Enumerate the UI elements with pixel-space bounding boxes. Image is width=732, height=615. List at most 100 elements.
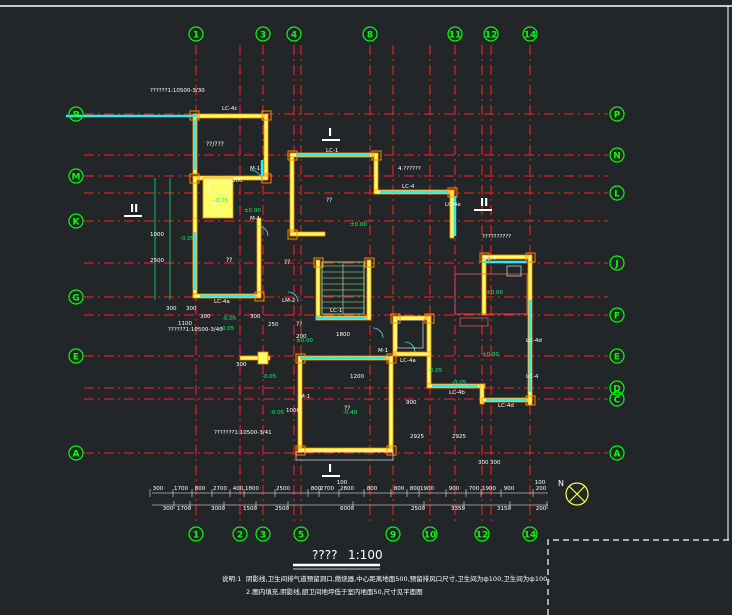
axis-bubble-top-4: 11 <box>449 31 462 41</box>
axis-bubble-right-7: C <box>614 396 621 406</box>
wall-segment-29 <box>481 254 487 316</box>
door-label-3: M-1 <box>378 348 388 354</box>
axis-bubble-left-2-circle <box>68 213 84 229</box>
kitchen-counter <box>454 273 528 315</box>
wall-note-0: ??????1:10500-3/30 <box>150 88 205 94</box>
dim-row2-0: 300 <box>163 506 174 512</box>
room-label-3: ?? <box>284 259 290 266</box>
drawing-scale: 1:100 <box>348 548 383 562</box>
level-label-4: -0.05 <box>262 374 277 380</box>
drawing-title: ???? <box>312 548 337 562</box>
kitchen-stove <box>459 317 489 327</box>
axis-bubble-top-4-circle <box>447 26 463 42</box>
door-label-2: LM-2 <box>282 298 295 304</box>
dim-row2-8: 3150 <box>497 506 511 512</box>
dim-row2-1: 1700 <box>177 506 191 512</box>
column-9 <box>364 257 375 268</box>
dim-row1-2: 800 <box>195 486 206 492</box>
north-label: N <box>558 479 564 488</box>
window-label-3: LC-7 <box>484 256 497 262</box>
wall-segment-19 <box>297 355 303 453</box>
window-label-5: LC-1 <box>330 308 342 314</box>
axis-bubble-top-2: 4 <box>291 31 297 41</box>
window-label-9: LC-4a <box>400 358 416 364</box>
annotation-labels: LC-4cLC-1LC-4LC-7LC-4LC-1LC-4aLC-4dLC-4d… <box>124 88 542 477</box>
level-label-7: ±0.00 <box>296 338 313 344</box>
small-dim-11: 300 <box>166 306 177 312</box>
axis-bubble-left-0: P <box>73 111 80 121</box>
axis-bubble-right-7-circle <box>609 391 625 407</box>
axis-bubble-right-2-circle <box>609 185 625 201</box>
axis-bubble-bottom-5: 10 <box>424 531 437 541</box>
column-11 <box>386 353 397 364</box>
bath-tub <box>396 319 424 349</box>
door-swing-2 <box>287 291 299 303</box>
axis-bubble-left-5: A <box>73 450 80 460</box>
dim-row1-9: 2800 <box>340 486 354 492</box>
wall-note-1: ??????1:10500-3/40 <box>168 327 223 333</box>
window-label-6: LC-4a <box>214 299 230 305</box>
small-dim-10: 1800 <box>336 332 350 338</box>
small-dim-1: 300 <box>250 314 261 320</box>
room-label-5: ?? <box>344 405 350 412</box>
axis-bubble-bottom-4-circle <box>385 526 401 542</box>
door-label-4: M-1 <box>300 394 310 400</box>
level-label-11: -0.05 <box>220 326 235 332</box>
axis-bubble-right-3: J <box>614 260 618 270</box>
wall-segment-23 <box>392 315 398 357</box>
window-label-2: LC-4 <box>402 184 415 190</box>
wall-note-2: ???????1:10500-3/41 <box>214 430 272 436</box>
dim-row2-5: 6000 <box>340 506 354 512</box>
dim-row1-1: 1700 <box>174 486 188 492</box>
level-label-13: ±0.00 <box>244 208 261 214</box>
axis-bubble-top-0: 1 <box>193 31 199 41</box>
dim-row2-7: 3350 <box>451 506 465 512</box>
axis-bubble-top-1-circle <box>255 26 271 42</box>
dim-row1-15: 700 <box>469 486 480 492</box>
wall-segment-27 <box>479 383 485 405</box>
axis-bubble-right-4-circle <box>609 307 625 323</box>
windows-layer <box>66 114 532 402</box>
level-label-6: -0.05 <box>180 236 195 242</box>
window-label-1: LC-1 <box>326 148 338 154</box>
small-dim-3: 200 <box>296 334 307 340</box>
dim-row2-6: 2500 <box>411 506 425 512</box>
dim-row2-4: 2500 <box>275 506 289 512</box>
north-arrow: N <box>558 479 589 506</box>
axis-bubble-left-4-circle <box>68 348 84 364</box>
axis-bubble-top-6-circle <box>522 26 538 42</box>
column-2 <box>189 173 200 184</box>
small-dim-17: 1200 <box>350 374 364 380</box>
small-dim-16: 2500 <box>150 258 164 264</box>
axis-bubble-bottom-6-circle <box>474 526 490 542</box>
door-swing-1 <box>257 225 269 237</box>
column-7 <box>287 229 298 240</box>
section-mark-2: II <box>130 202 138 215</box>
small-dim-9: 1100 <box>178 321 192 327</box>
axis-bubble-right-6: D <box>613 385 620 395</box>
axis-bubble-right-3-circle <box>609 255 625 271</box>
axis-bubble-bottom-1-circle <box>232 526 248 542</box>
door-swing-3 <box>372 327 384 339</box>
bath-toilet <box>213 199 225 211</box>
axis-bubble-bottom-0: 1 <box>193 531 199 541</box>
level-label-12: -0.05 <box>428 368 443 374</box>
axis-bubble-top-5: 12 <box>485 31 498 41</box>
small-dim-0: 300 <box>232 178 243 184</box>
dim-row1-8: 2700 <box>320 486 334 492</box>
wall-segment-17 <box>366 259 372 321</box>
dim-row1-14: 900 <box>449 486 460 492</box>
level-label-2: ±0.00 <box>350 222 367 228</box>
window-label-10: LC-4b <box>449 390 465 396</box>
small-dim-5: 2925 <box>410 434 424 440</box>
axis-bubble-right-6-circle <box>609 380 625 396</box>
window-label-4: LC-4 <box>526 374 539 380</box>
wall-segment-25 <box>392 351 432 357</box>
axis-bubble-bottom-0-circle <box>188 526 204 542</box>
axis-bubble-top-5-circle <box>483 26 499 42</box>
dim-row1-18: 200 <box>536 486 547 492</box>
dim-extra-1: 100 <box>535 480 546 486</box>
axis-bubble-top-6: 14 <box>524 31 537 41</box>
dim-row1-12: 800 <box>410 486 421 492</box>
